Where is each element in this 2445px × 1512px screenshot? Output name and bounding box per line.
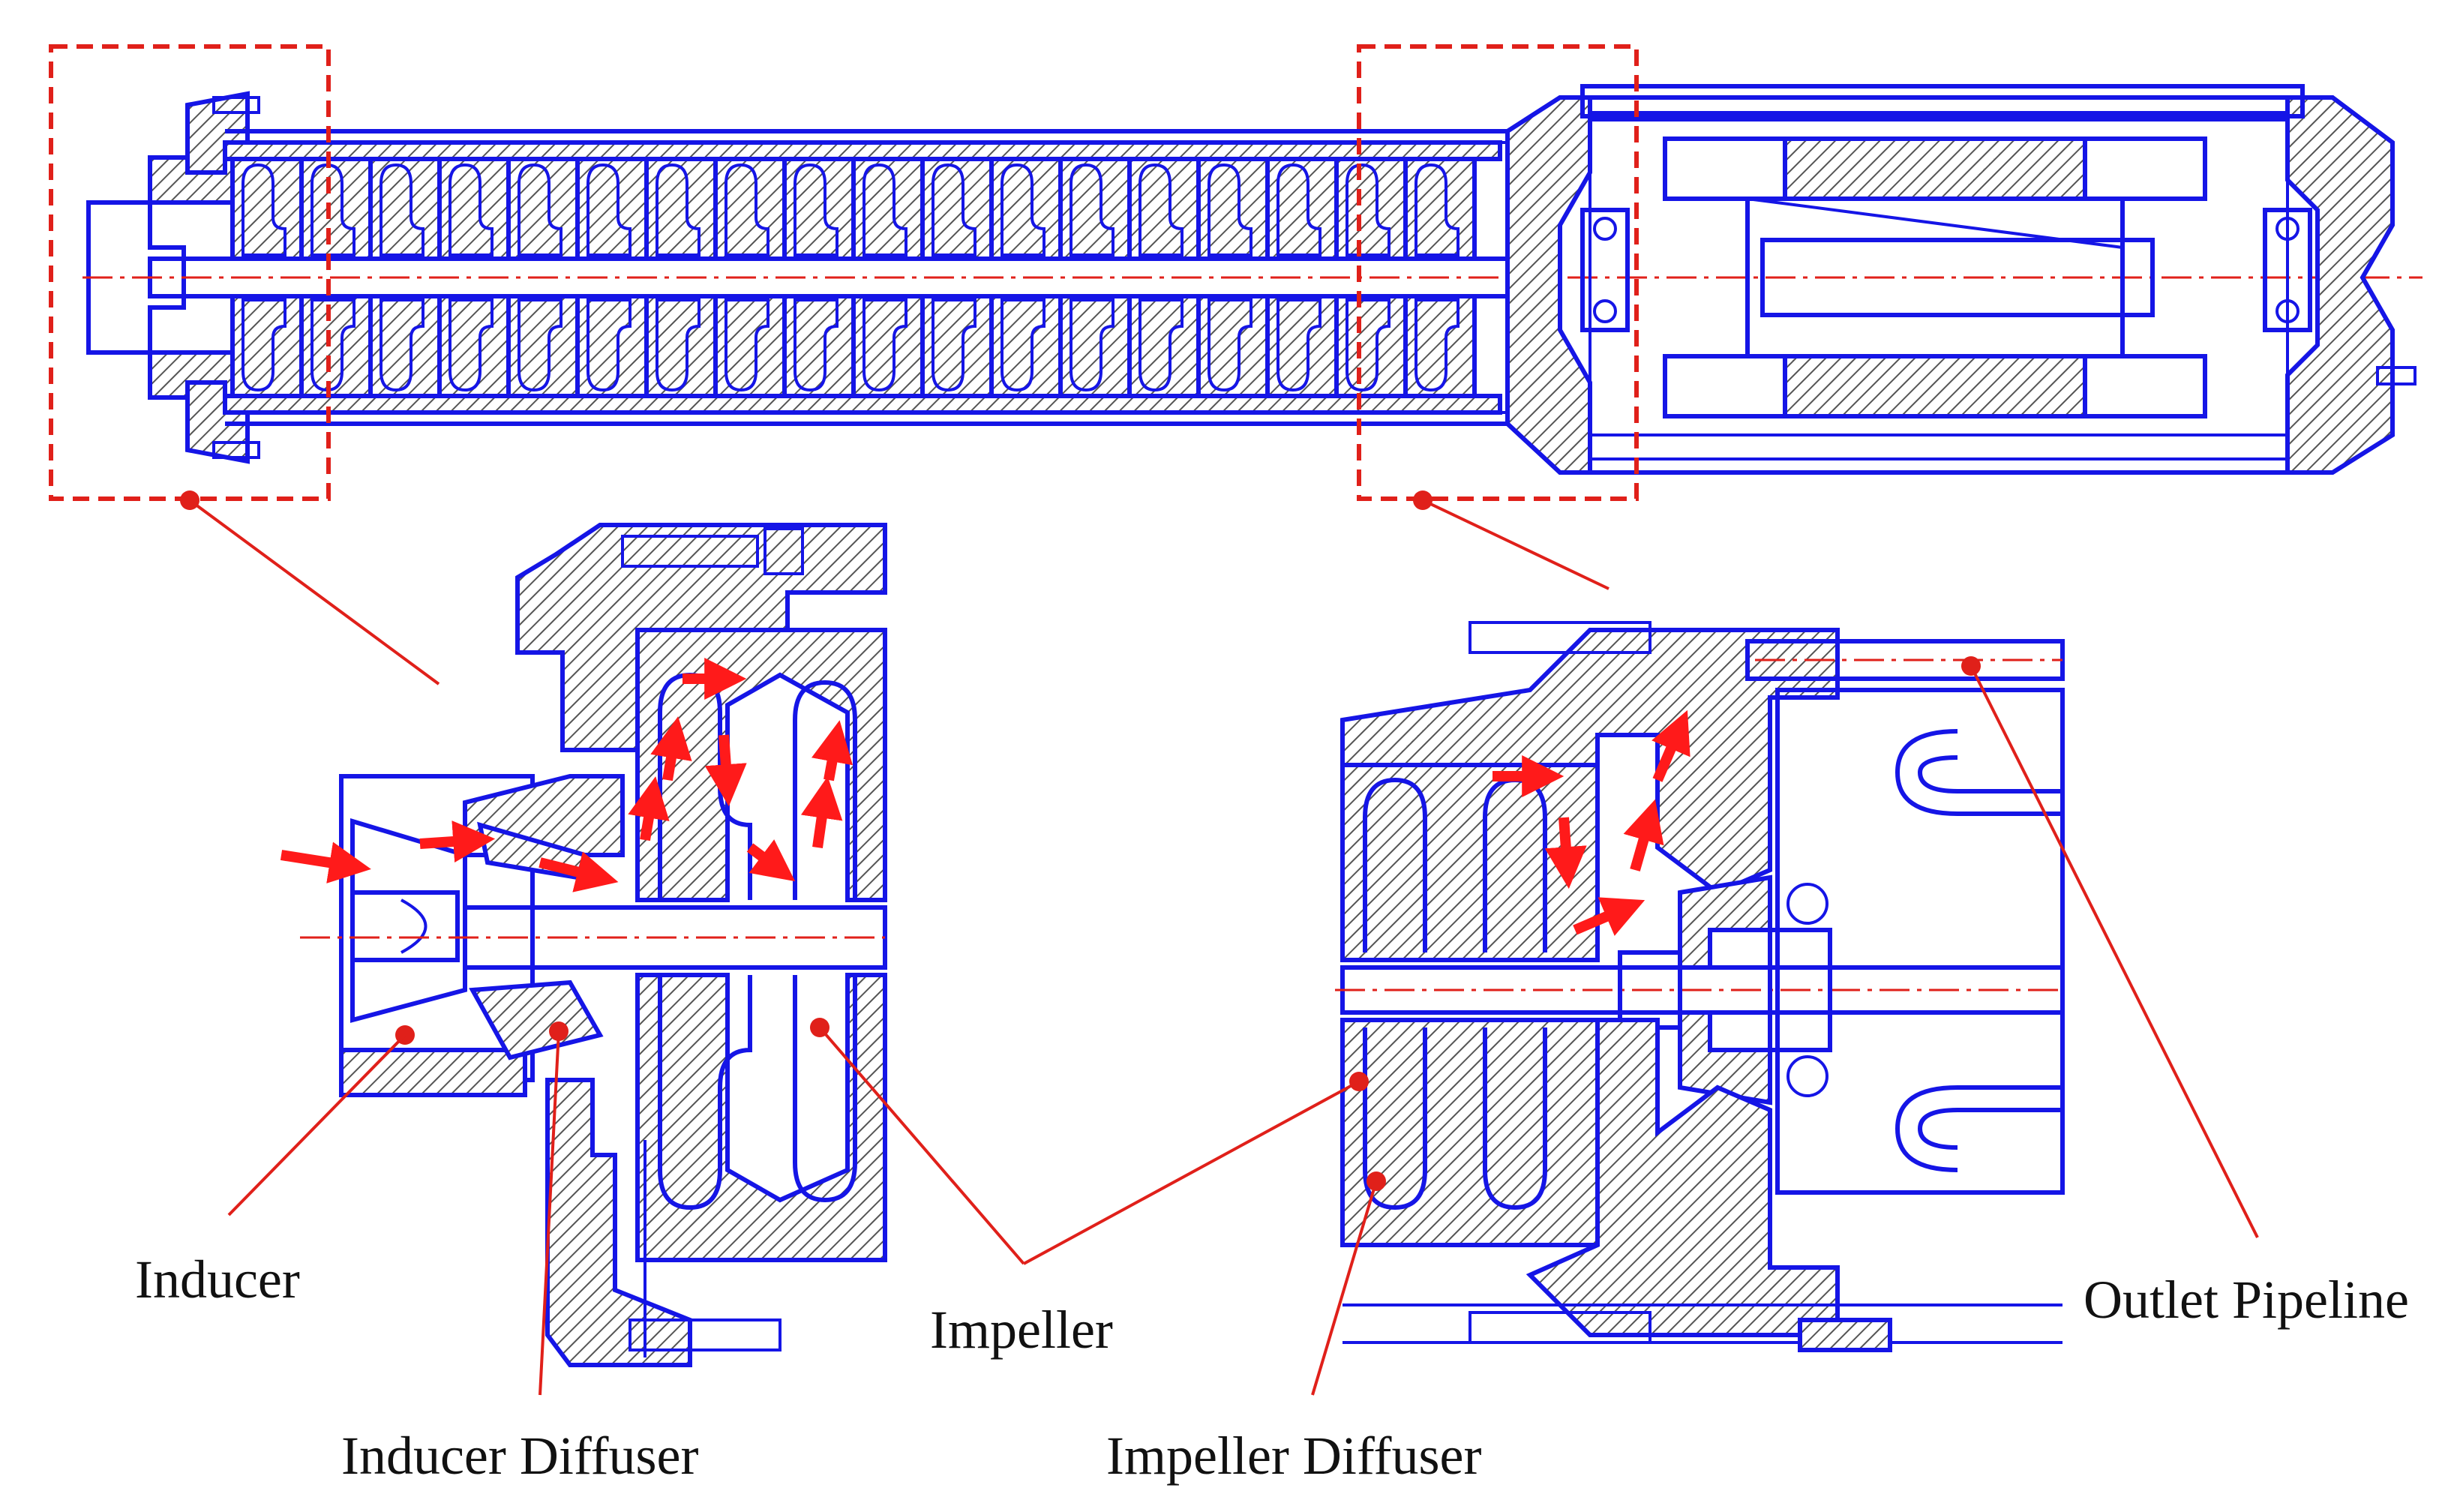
label-inducer: Inducer: [135, 1250, 300, 1310]
stage-cell: [1403, 294, 1477, 398]
outlet-detail-view: [1335, 621, 2065, 1352]
stage-cell: [506, 294, 580, 398]
stage-cell: [989, 157, 1063, 261]
inducer-detail-view: [280, 523, 887, 1367]
stage-cell: [644, 294, 718, 398]
label-inducer-diffuser: Inducer Diffuser: [341, 1426, 698, 1486]
stage-cell: [1265, 157, 1339, 261]
stage-cell: [782, 294, 856, 398]
stage-cell: [989, 294, 1063, 398]
outlet-detail-box: [1357, 44, 1639, 501]
annotations: Inducer Inducer Diffuser Impeller Impell…: [135, 656, 2409, 1486]
stage-cell: [782, 157, 856, 261]
stage-cell: [299, 157, 373, 261]
stage-cell: [230, 294, 304, 398]
stage-cell: [299, 294, 373, 398]
stage-cell: [575, 157, 649, 261]
stage-cell: [1127, 294, 1201, 398]
label-impeller: Impeller: [930, 1300, 1113, 1360]
stage-cell: [644, 157, 718, 261]
stage-cell: [575, 294, 649, 398]
stage-cell: [1265, 294, 1339, 398]
stage-cell: [1403, 157, 1477, 261]
stage-cell: [368, 157, 442, 261]
stage-cell: [1334, 294, 1408, 398]
flow-arrows-inducer: [280, 658, 854, 892]
lower-stage-row: [230, 294, 1477, 398]
stage-cell: [1058, 157, 1132, 261]
stage-cell: [920, 157, 994, 261]
stage-cell: [1127, 157, 1201, 261]
stage-cell: [713, 294, 787, 398]
full-pump-section: [82, 84, 2422, 475]
stage-cell: [1196, 294, 1270, 398]
label-outlet-pipeline: Outlet Pipeline: [2084, 1270, 2409, 1330]
upper-stage-row: [230, 157, 1477, 261]
stage-cell: [230, 157, 304, 261]
flow-arrows-outlet: [1492, 710, 1690, 936]
stage-cell: [1196, 157, 1270, 261]
stage-cell: [851, 294, 925, 398]
stage-cell: [437, 157, 511, 261]
stage-cell: [1334, 157, 1408, 261]
stage-cell: [920, 294, 994, 398]
stage-cell: [851, 157, 925, 261]
stage-cell: [1058, 294, 1132, 398]
stage-cell: [713, 157, 787, 261]
stage-cell: [437, 294, 511, 398]
label-impeller-diffuser: Impeller Diffuser: [1106, 1426, 1482, 1486]
stage-cell: [368, 294, 442, 398]
stage-cell: [506, 157, 580, 261]
